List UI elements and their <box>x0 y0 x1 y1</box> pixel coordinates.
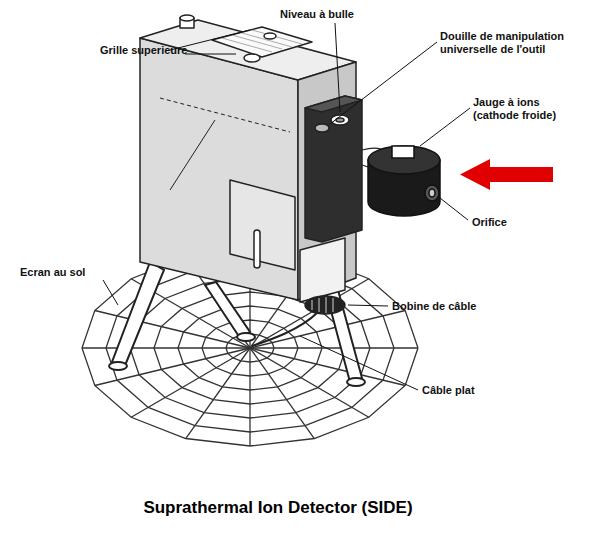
pointer-arrow <box>460 159 553 190</box>
part-label: Ecran au sol <box>20 266 85 279</box>
part-label: Orifice <box>472 216 507 229</box>
part-label: Bobine de câble <box>392 300 476 313</box>
caption: Suprathermal Ion Detector (SIDE) <box>143 498 412 518</box>
part-label: Douille de manipulation universelle de l… <box>440 30 585 56</box>
part-label: Niveau à bulle <box>280 8 354 21</box>
part-label: Jauge à ions (cathode froide) <box>473 96 578 122</box>
part-label: Grille superieure <box>100 44 187 57</box>
part-label: Câble plat <box>422 384 475 397</box>
